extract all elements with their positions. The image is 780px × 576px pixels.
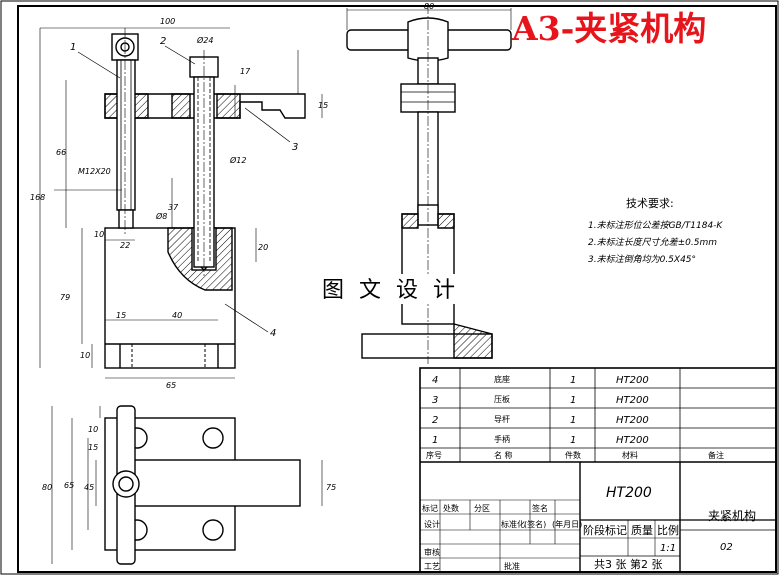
tech-req-item: 3.未标注倒角均为0.5X45° <box>588 254 696 265</box>
tech-req-heading: 技术要求: <box>626 197 674 210</box>
sheet-inner-border <box>17 5 777 573</box>
tb-label-standard: 标准化 <box>501 519 525 529</box>
front-dimension-lines <box>39 27 323 379</box>
tb-label-scale: 比例 <box>657 523 679 537</box>
bom-header-no: 序号 <box>426 450 442 460</box>
dim-text: 66 <box>56 148 66 157</box>
dim-text: 65 <box>64 481 74 490</box>
tech-requirements: 技术要求: 1.未标注形位公差按GB/T1184-K 2.未标注长度尺寸允差±0… <box>588 197 723 265</box>
bom-cell-qty: 1 <box>570 415 576 426</box>
dim-text: 40 <box>172 311 182 320</box>
sheet-title: A3-夹紧机构 <box>511 9 706 48</box>
dim-text: 75 <box>326 483 336 492</box>
dim-text: Ø8 <box>155 211 167 221</box>
side-view <box>346 4 512 364</box>
dim-text: 10 <box>94 230 104 239</box>
bom-header-note: 备注 <box>708 450 724 460</box>
callout-4: 4 <box>270 328 276 339</box>
front-view <box>104 28 306 369</box>
title-block: HT200 夹紧机构 02 标记 处数 分区 签名 设计 标准化 (签名) (年… <box>422 485 756 571</box>
tb-scale-value: 1:1 <box>660 543 676 554</box>
callout-1: 1 <box>70 42 76 53</box>
bom-header-qty: 件数 <box>565 450 581 460</box>
title-block-grid <box>419 367 777 573</box>
bom-cell-no: 3 <box>432 395 438 406</box>
dim-text: 15 <box>318 101 328 110</box>
tb-label-date-sign: (签名) <box>524 519 546 529</box>
bom-cell-material: HT200 <box>616 395 649 406</box>
dim-text: 45 <box>84 483 94 492</box>
dim-text: 79 <box>60 293 70 302</box>
bom-cell-no: 2 <box>432 415 438 426</box>
title-block-material: HT200 <box>606 485 652 501</box>
dim-text: 10 <box>80 351 90 360</box>
tb-label-review: 审核 <box>424 547 440 557</box>
dim-text: 168 <box>30 193 45 202</box>
tb-label-design: 设计 <box>424 519 440 529</box>
bom-table: 4 底座 1 HT200 3 压板 1 HT200 2 导杆 1 HT200 1… <box>426 374 724 460</box>
title-block-drawing-name: 夹紧机构 <box>708 508 756 523</box>
dim-text: 15 <box>88 443 98 452</box>
bom-cell-name: 底座 <box>494 374 510 384</box>
dim-text: 80 <box>42 483 52 492</box>
watermark-backdrop <box>316 274 462 304</box>
dim-text: 22 <box>120 241 130 250</box>
bom-cell-name: 手柄 <box>494 434 510 444</box>
tb-label-weight: 质量 <box>631 524 653 537</box>
tech-req-item: 2.未标注长度尺寸允差±0.5mm <box>588 237 717 248</box>
bom-cell-name: 压板 <box>494 394 510 404</box>
dim-text: Ø24 <box>196 35 213 45</box>
bom-cell-material: HT200 <box>616 375 649 386</box>
bom-cell-no: 4 <box>432 375 438 386</box>
bom-cell-qty: 1 <box>570 435 576 446</box>
dim-text: 37 <box>168 203 179 212</box>
bom-header-name: 名 称 <box>494 450 513 460</box>
top-dimension-lines <box>51 406 323 564</box>
tb-label-craft: 工艺 <box>424 562 440 571</box>
bom-cell-material: HT200 <box>616 435 649 446</box>
title-block-drawing-no: 02 <box>720 542 733 553</box>
tb-label-stage: 阶段标记 <box>583 523 627 537</box>
tb-label-zone: 分区 <box>474 504 490 513</box>
tb-label-approve: 批准 <box>504 561 520 571</box>
dim-text: Ø12 <box>229 155 246 165</box>
bom-cell-no: 1 <box>432 435 438 446</box>
top-view <box>104 405 301 565</box>
tb-sheets: 共3 张 第2 张 <box>594 557 663 571</box>
tb-label-sign: 签名 <box>532 503 548 513</box>
tb-label-date: (年月日) <box>552 519 582 529</box>
callout-2: 2 <box>160 36 166 47</box>
bom-cell-qty: 1 <box>570 395 576 406</box>
bom-cell-name: 导杆 <box>494 414 510 424</box>
bom-cell-material: HT200 <box>616 415 649 426</box>
dim-text: 100 <box>160 17 175 26</box>
dim-text: 65 <box>166 381 176 390</box>
dim-text: M12X20 <box>78 167 111 176</box>
callout-3: 3 <box>292 142 298 153</box>
tb-label-mark: 标记 <box>422 503 438 513</box>
tech-req-item: 1.未标注形位公差按GB/T1184-K <box>588 220 723 231</box>
top-dimension-texts: 10 15 65 45 80 75 <box>42 425 336 492</box>
dim-text: 17 <box>240 67 251 76</box>
bom-header-material: 材料 <box>622 450 638 460</box>
dim-text: 10 <box>88 425 98 434</box>
dim-text: 15 <box>116 311 126 320</box>
tb-label-count: 处数 <box>443 503 459 513</box>
front-dimension-texts: 100 Ø24 17 15 66 M12X20 Ø12 Ø8 168 37 20… <box>30 17 328 390</box>
dim-text: 20 <box>258 243 268 252</box>
watermark: 图 文 设 计 <box>322 278 459 303</box>
callouts <box>77 45 291 333</box>
bom-cell-qty: 1 <box>570 375 576 386</box>
side-dim-text: 80 <box>424 2 434 11</box>
